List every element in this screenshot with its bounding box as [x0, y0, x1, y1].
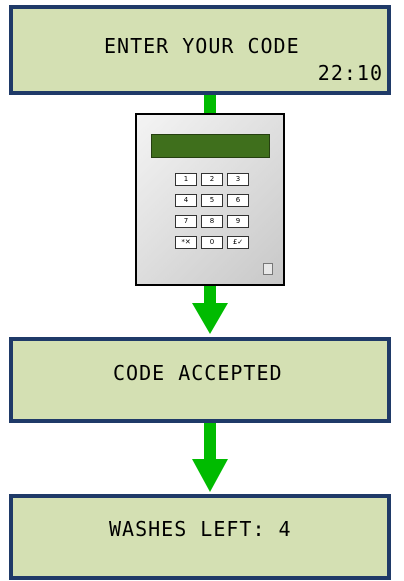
keypad-display — [151, 134, 270, 158]
lcd-accepted-text: CODE ACCEPTED — [113, 361, 283, 385]
keypad-device: 1 2 3 4 5 6 7 8 9 *✕ 0 £✓ — [135, 113, 285, 286]
key-0[interactable]: 0 — [201, 236, 223, 249]
key-3[interactable]: 3 — [227, 173, 249, 186]
key-1[interactable]: 1 — [175, 173, 197, 186]
lcd-screen-washes-left: WASHES LEFT: 4 — [9, 494, 391, 580]
lcd-screen-code-accepted: CODE ACCEPTED — [9, 337, 391, 423]
key-8[interactable]: 8 — [201, 215, 223, 228]
key-5[interactable]: 5 — [201, 194, 223, 207]
lcd-washes-text: WASHES LEFT: 4 — [109, 517, 292, 541]
key-cancel[interactable]: *✕ — [175, 236, 197, 249]
key-enter[interactable]: £✓ — [227, 236, 249, 249]
key-9[interactable]: 9 — [227, 215, 249, 228]
lcd-clock-text: 22:10 — [317, 61, 383, 85]
lcd-prompt-text: ENTER YOUR CODE — [104, 34, 300, 58]
connector-accepted-to-washes-shaft — [204, 423, 216, 460]
key-4[interactable]: 4 — [175, 194, 197, 207]
key-2[interactable]: 2 — [201, 173, 223, 186]
arrow-down-icon — [192, 303, 228, 334]
key-6[interactable]: 6 — [227, 194, 249, 207]
card-reader-icon — [263, 263, 273, 275]
lcd-screen-enter-code: ENTER YOUR CODE 22:10 — [9, 5, 391, 95]
arrow-down-icon — [192, 459, 228, 492]
key-7[interactable]: 7 — [175, 215, 197, 228]
connector-keypad-to-accepted-shaft — [204, 286, 216, 304]
connector-lcd-to-keypad — [204, 95, 216, 114]
